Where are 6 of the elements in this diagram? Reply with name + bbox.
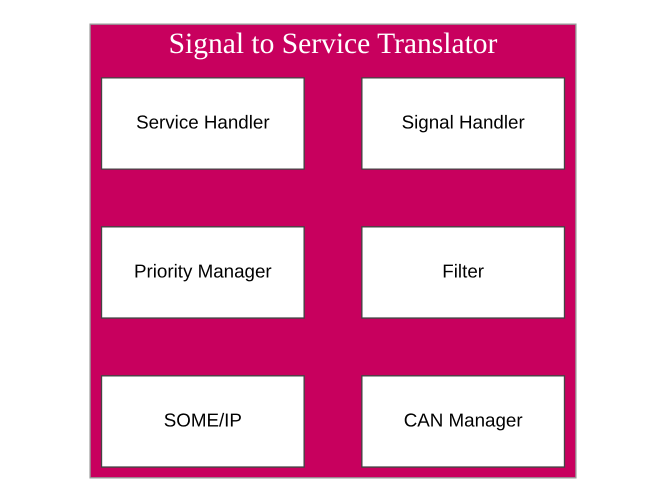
node-box: Filter <box>361 226 566 319</box>
node-box: Signal Handler <box>361 77 566 170</box>
node-box: Priority Manager <box>100 226 305 319</box>
node-box: Service Handler <box>100 77 305 170</box>
node-box: CAN Manager <box>361 375 566 468</box>
node-box: SOME/IP <box>100 375 305 468</box>
